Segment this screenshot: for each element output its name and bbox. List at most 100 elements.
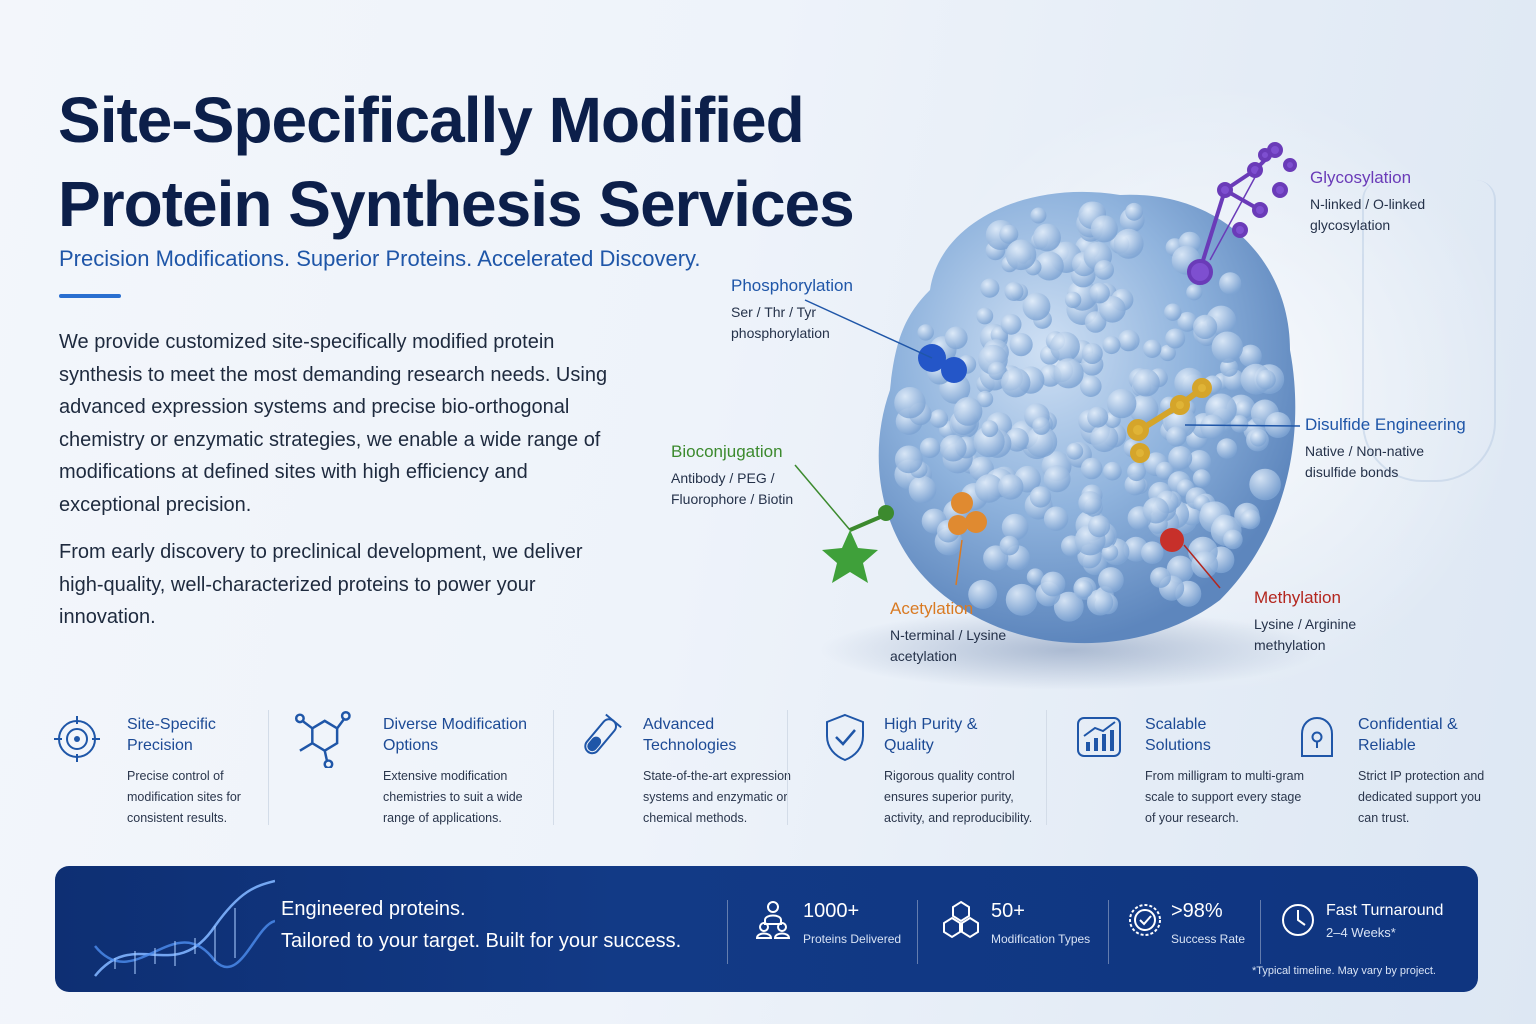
surface-bead [1004, 282, 1024, 301]
surface-bead [1192, 469, 1211, 488]
people-icon [755, 901, 791, 939]
shield-check-icon [826, 713, 864, 762]
surface-bead [1234, 400, 1254, 419]
surface-bead [908, 475, 937, 504]
surface-bead [1220, 358, 1239, 377]
feature-divider [553, 710, 554, 825]
methyl-group [1160, 528, 1184, 552]
stat-label: 2–4 Weeks* [1326, 925, 1396, 940]
surface-bead [1094, 260, 1114, 280]
title-line-1: Site-Specifically Modified [58, 84, 805, 156]
surface-bead [1009, 333, 1033, 357]
hexagons-icon [943, 900, 979, 939]
banner-slogan-line-2: Tailored to your target. Built for your … [281, 930, 682, 952]
accent-divider [59, 294, 121, 298]
feature-site-specific: Site-Specific Precision Precise control … [52, 710, 262, 826]
surface-bead [939, 434, 967, 462]
surface-bead [919, 437, 941, 458]
surface-bead [1064, 291, 1082, 309]
surface-bead [1113, 228, 1144, 259]
surface-bead [1166, 426, 1187, 447]
surface-bead [1084, 311, 1107, 333]
protein-svg [794, 142, 1320, 690]
surface-bead [1025, 425, 1058, 458]
surface-bead [1090, 215, 1118, 243]
banner-divider [1260, 900, 1261, 964]
phosphorylation-title: Phosphorylation [731, 276, 853, 295]
surface-bead [1250, 430, 1267, 447]
surface-bead [976, 390, 994, 408]
surface-bead [1223, 529, 1243, 550]
surface-bead [1264, 412, 1291, 438]
surface-bead [1219, 272, 1242, 295]
phosphorylation-desc: Ser / Thr / Tyr phosphorylation [731, 304, 830, 341]
surface-bead [1000, 313, 1022, 335]
glycosylation-title: Glycosylation [1310, 168, 1412, 187]
glycosylation-desc: N-linked / O-linked glycosylation [1310, 196, 1426, 233]
surface-bead [1005, 239, 1037, 271]
surface-bead [980, 278, 1000, 298]
disulfide-desc: Native / Non-native disulfide bonds [1305, 443, 1425, 480]
surface-bead [1200, 414, 1225, 440]
intro-paragraph-1: We provide customized site-specifically … [59, 331, 608, 516]
feature-desc: Extensive modification chemistries to su… [383, 769, 523, 825]
surface-bead [1143, 339, 1162, 358]
surface-bead [1141, 541, 1164, 564]
surface-bead [1053, 591, 1084, 622]
surface-bead [1098, 567, 1124, 593]
surface-bead [1256, 369, 1276, 390]
surface-bead [1240, 509, 1261, 530]
feature-desc: Precise control of modification sites fo… [127, 769, 241, 825]
label-phosphorylation: Phosphorylation Ser / Thr / Tyr phosphor… [731, 276, 853, 344]
surface-bead [1078, 491, 1102, 515]
surface-bead [1191, 551, 1219, 578]
intro-paragraph-2: From early discovery to preclinical deve… [59, 541, 583, 628]
surface-bead [976, 307, 994, 325]
surface-bead [998, 474, 1024, 500]
surface-bead [973, 426, 1005, 458]
surface-bead [1050, 331, 1080, 362]
banner-slogan-line-1: Engineered proteins. [281, 898, 466, 920]
surface-bead [1150, 567, 1171, 588]
methylation-title: Methylation [1254, 588, 1341, 607]
surface-bead [1026, 568, 1044, 586]
lab-flask-background [1362, 180, 1496, 482]
stat-value: >98% [1171, 900, 1223, 922]
acetylation-title: Acetylation [890, 599, 974, 618]
stat-value: 1000+ [803, 900, 860, 922]
surface-bead [974, 474, 1004, 503]
banner-divider [917, 900, 918, 964]
surface-bead [1129, 394, 1159, 424]
surface-bead [1080, 375, 1102, 397]
protein-surface-beads [894, 201, 1291, 622]
stats-banner: Engineered proteins. Tailored to your ta… [55, 866, 1478, 992]
surface-bead [894, 445, 923, 474]
lock-icon [1301, 716, 1333, 757]
label-glycosylation: Glycosylation N-linked / O-linked glycos… [1310, 168, 1470, 236]
feature-title: Confidential & Reliable [1358, 716, 1458, 754]
acetylation-desc: N-terminal / Lysine acetylation [890, 627, 1007, 664]
surface-bead [1080, 457, 1103, 480]
surface-bead [1040, 571, 1066, 597]
feature-desc: Strict IP protection and dedicated suppo… [1358, 769, 1485, 825]
feature-divider [787, 710, 788, 825]
banner-footnote: *Typical timeline. May vary by project. [1251, 965, 1436, 977]
growth-chart-icon [1077, 717, 1121, 757]
surface-bead [1034, 251, 1064, 281]
surface-bead [1164, 303, 1182, 321]
glycan-chain [1187, 142, 1297, 285]
surface-bead [1118, 329, 1140, 352]
surface-bead [1030, 207, 1047, 224]
feature-scalable: Scalable Solutions From milligram to mul… [1075, 710, 1304, 826]
surface-bead [981, 420, 999, 438]
disulfide-bond [1127, 378, 1212, 463]
methylation-desc: Lysine / Arginine methylation [1254, 616, 1357, 653]
surface-bead [1193, 314, 1218, 339]
surface-bead [1107, 388, 1137, 419]
surface-bead [929, 409, 949, 428]
surface-bead [1142, 497, 1169, 524]
surface-bead [1177, 311, 1198, 332]
surface-bead [1029, 486, 1052, 508]
surface-bead [1033, 223, 1061, 252]
feature-confidential: Confidential & Reliable Strict IP protec… [1292, 710, 1492, 826]
